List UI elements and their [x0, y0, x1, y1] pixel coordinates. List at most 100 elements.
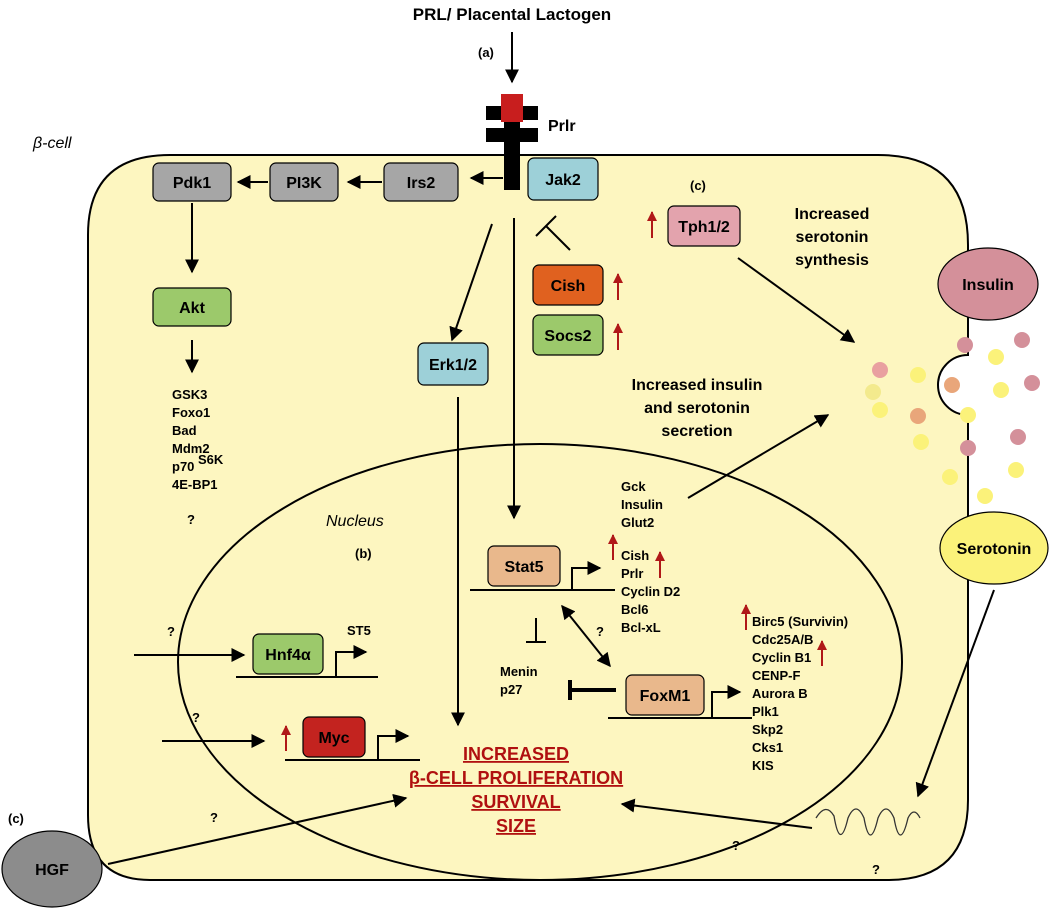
- node-socs2-label: Socs2: [544, 328, 591, 345]
- marker-b: (b): [355, 546, 372, 561]
- node-pdk1-label: Pdk1: [173, 175, 211, 192]
- node-irs2: Irs2: [383, 162, 459, 202]
- insulin-label: Insulin: [962, 277, 1014, 294]
- node-stat5-label: Stat5: [504, 559, 543, 576]
- nucleus-label: Nucleus: [326, 513, 384, 530]
- node-socs2: Socs2: [532, 314, 604, 356]
- stat5-upper-target: Gck: [621, 479, 646, 494]
- node-tph-label: Tph1/2: [678, 219, 730, 236]
- foxm1-target: Cks1: [752, 740, 783, 755]
- hnf4a-transcription-arrow: [335, 645, 368, 677]
- prlr-label: Prlr: [548, 118, 576, 135]
- arrow-tph-secretion: [737, 257, 856, 343]
- myc-transcription-arrow: [377, 729, 410, 760]
- hgf-label: HGF: [35, 862, 69, 879]
- akt-target: Bad: [172, 423, 197, 438]
- insulin-ellipse: Insulin: [937, 247, 1039, 321]
- stat5-target: Bcl6: [621, 602, 648, 617]
- secretion-line: secretion: [661, 423, 732, 440]
- secretion-line: and serotonin: [644, 400, 750, 417]
- arrow-serotonin-receptor: [915, 589, 995, 798]
- stat5-upper-target: Insulin: [621, 497, 663, 512]
- prlr-receptor: [486, 94, 538, 190]
- outcome-label: INCREASED β-CELL PROLIFERATION SURVIVAL …: [409, 744, 623, 836]
- outcome-line: SURVIVAL: [471, 792, 560, 812]
- node-jak2: Jak2: [527, 157, 599, 201]
- foxm1-target: CENP-F: [752, 668, 800, 683]
- nucleus: [177, 443, 903, 881]
- node-hnf4a: Hnf4α: [252, 633, 324, 675]
- unknown-marker: ?: [167, 624, 175, 639]
- serotonin-synthesis-line: synthesis: [795, 252, 869, 269]
- stat5-target: Bcl-xL: [621, 620, 661, 635]
- stat5-target: Cyclin D2: [621, 584, 680, 599]
- akt-target: Mdm2: [172, 441, 210, 456]
- foxm1-target: Cdc25A/B: [752, 632, 813, 647]
- node-pdk1: Pdk1: [152, 162, 232, 202]
- unknown-marker: ?: [872, 862, 880, 877]
- foxm1-target: Cyclin B1: [752, 650, 811, 665]
- stat5-targets: Cish Prlr Cyclin D2 Bcl6 Bcl-xL: [621, 548, 680, 635]
- marker-a: (a): [478, 45, 494, 60]
- akt-target: Foxo1: [172, 405, 210, 420]
- unknown-marker: ?: [210, 810, 218, 825]
- stat5-upper-target: Glut2: [621, 515, 654, 530]
- node-foxm1-label: FoxM1: [640, 688, 691, 705]
- node-jak2-label: Jak2: [545, 172, 581, 189]
- node-irs2-label: Irs2: [407, 175, 436, 192]
- node-cish-label: Cish: [551, 278, 586, 295]
- secretion-line: Increased insulin: [632, 377, 763, 394]
- node-akt-label: Akt: [179, 300, 205, 317]
- node-myc-label: Myc: [318, 730, 349, 747]
- node-foxm1: FoxM1: [625, 674, 705, 716]
- serotonin-ellipse: Serotonin: [939, 511, 1049, 585]
- serotonin-synthesis-line: Increased: [795, 206, 870, 223]
- hnf4a-target: ST5: [347, 623, 371, 638]
- hgf-ellipse: HGF: [1, 830, 103, 908]
- arrow-stat5-foxm1: [561, 604, 611, 668]
- cish-inhibits-jak2: [535, 215, 571, 251]
- akt-targets: GSK3 Foxo1 Bad Mdm2 p70 S6K 4E-BP1: [172, 387, 224, 492]
- foxm1-target: Aurora B: [752, 686, 808, 701]
- p27-label: p27: [500, 682, 522, 697]
- marker-c-top: (c): [690, 178, 706, 193]
- node-hnf4a-label: Hnf4α: [265, 647, 311, 664]
- outcome-line: INCREASED: [463, 744, 569, 764]
- node-erk: Erk1/2: [417, 342, 489, 386]
- foxm1-target: KIS: [752, 758, 774, 773]
- ligand-title: PRL/ Placental Lactogen: [413, 5, 611, 24]
- akt-target: 4E-BP1: [172, 477, 218, 492]
- foxm1-target: Skp2: [752, 722, 783, 737]
- unknown-marker: ?: [596, 624, 604, 639]
- stat5-transcription-arrow: [571, 561, 602, 590]
- unknown-marker: ?: [732, 838, 740, 853]
- unknown-marker: ?: [187, 512, 195, 527]
- outcome-line: SIZE: [496, 816, 536, 836]
- marker-c-bottom: (c): [8, 811, 24, 826]
- menin-label: Menin: [500, 664, 538, 679]
- arrow-prlr-erk: [449, 223, 493, 342]
- foxm1-transcription-arrow: [711, 685, 742, 718]
- akt-target-superscript: S6K: [198, 452, 224, 467]
- secretory-granules: [865, 332, 1040, 504]
- serotonin-synthesis-line: serotonin: [796, 229, 869, 246]
- stat5-target: Cish: [621, 548, 649, 563]
- stat5-inhibits-menin: [526, 618, 546, 643]
- node-pi3k-label: PI3K: [286, 175, 322, 192]
- node-stat5: Stat5: [487, 545, 561, 587]
- foxm1-targets: Birc5 (Survivin) Cdc25A/B Cyclin B1 CENP…: [752, 614, 848, 773]
- serotonin-receptor: [815, 808, 921, 836]
- node-pi3k: PI3K: [269, 162, 339, 202]
- node-tph: Tph1/2: [667, 205, 741, 247]
- serotonin-label: Serotonin: [957, 541, 1032, 558]
- node-cish: Cish: [532, 264, 604, 306]
- foxm1-target: Birc5 (Survivin): [752, 614, 848, 629]
- node-akt: Akt: [152, 287, 232, 327]
- stat5-target: Prlr: [621, 566, 643, 581]
- node-myc: Myc: [302, 716, 366, 758]
- beta-cell-label: β-cell: [32, 135, 72, 152]
- foxm1-target: Plk1: [752, 704, 779, 719]
- arrow-targets-secretion: [687, 414, 830, 499]
